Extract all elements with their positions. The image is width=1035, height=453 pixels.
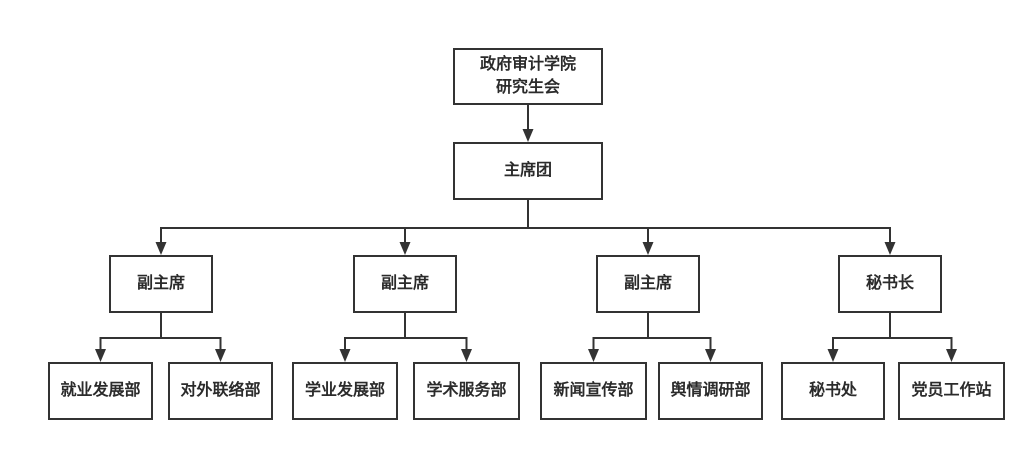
org-node-dept-employment-development: 就业发展部 [48,362,153,420]
org-node-party-member-workstation: 党员工作站 [898,362,1005,420]
org-node-dept-public-opinion-research: 舆情调研部 [658,362,763,420]
org-node-dept-academic-service: 学术服务部 [413,362,520,420]
org-node-dept-academic-development: 学业发展部 [292,362,398,420]
org-node-presidium: 主席团 [453,142,603,200]
arrowhead-down-icon [705,349,716,362]
arrowhead-down-icon [399,242,411,255]
org-node-root: 政府审计学院 研究生会 [453,48,603,105]
org-node-secretary-general: 秘书长 [838,255,942,313]
arrowhead-down-icon [884,242,896,255]
arrowhead-down-icon [461,349,472,362]
org-node-dept-external-liaison: 对外联络部 [168,362,273,420]
arrowhead-down-icon [642,242,654,255]
arrowhead-down-icon [95,349,106,362]
arrowhead-down-icon [588,349,599,362]
org-node-secretariat: 秘书处 [781,362,885,420]
arrowhead-down-icon [522,129,534,142]
arrowhead-down-icon [946,349,957,362]
arrowhead-down-icon [339,349,351,362]
arrowhead-down-icon [827,349,839,362]
org-node-vice-chair-3: 副主席 [596,255,700,313]
org-node-vice-chair-2: 副主席 [353,255,457,313]
arrowhead-down-icon [215,349,226,362]
arrowhead-down-icon [155,242,167,255]
org-node-vice-chair-1: 副主席 [109,255,213,313]
org-node-dept-news-publicity: 新闻宣传部 [540,362,647,420]
